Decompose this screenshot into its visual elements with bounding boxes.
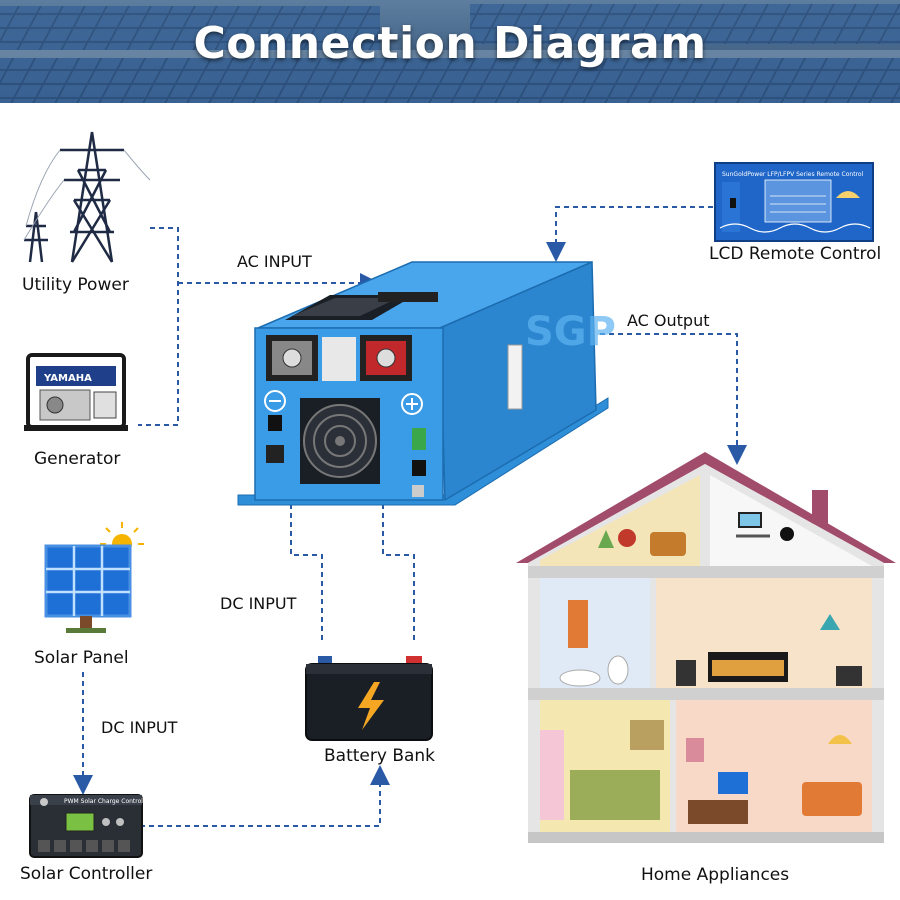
svg-text:PWM Solar Charge Controller: PWM Solar Charge Controller <box>64 798 151 805</box>
lcd-remote-label: LCD Remote Control <box>709 244 882 264</box>
generator-label: Generator <box>34 449 121 469</box>
solar-controller-label: Solar Controller <box>20 864 153 884</box>
home-appliances-label: Home Appliances <box>641 865 790 885</box>
battery-neg-line <box>290 495 323 640</box>
battery-pos-line <box>382 495 415 640</box>
page-title: Connection Diagram <box>193 18 707 69</box>
solar-panel-label: Solar Panel <box>34 648 129 668</box>
ac-output-line <box>600 333 747 465</box>
solar-field-background <box>0 0 900 103</box>
svg-text:YAMAHA: YAMAHA <box>43 373 92 384</box>
utility-power-label: Utility Power <box>22 275 129 295</box>
utility-line <box>138 227 179 426</box>
svg-text:SGP: SGP <box>525 309 616 355</box>
dc-input-solar-label: DC INPUT <box>101 718 178 737</box>
svg-text:SunGoldPower LFP/LFPV Series R: SunGoldPower LFP/LFPV Series Remote Cont… <box>722 171 864 178</box>
remote-line <box>546 206 713 262</box>
controller-battery-line <box>140 765 390 827</box>
ac-output-label: AC Output <box>627 311 710 330</box>
dc-input-battery-label: DC INPUT <box>220 594 297 613</box>
ac-input-label: AC INPUT <box>237 252 312 271</box>
header-banner: Connection Diagram <box>0 0 900 103</box>
battery-bank-label: Battery Bank <box>324 746 436 766</box>
